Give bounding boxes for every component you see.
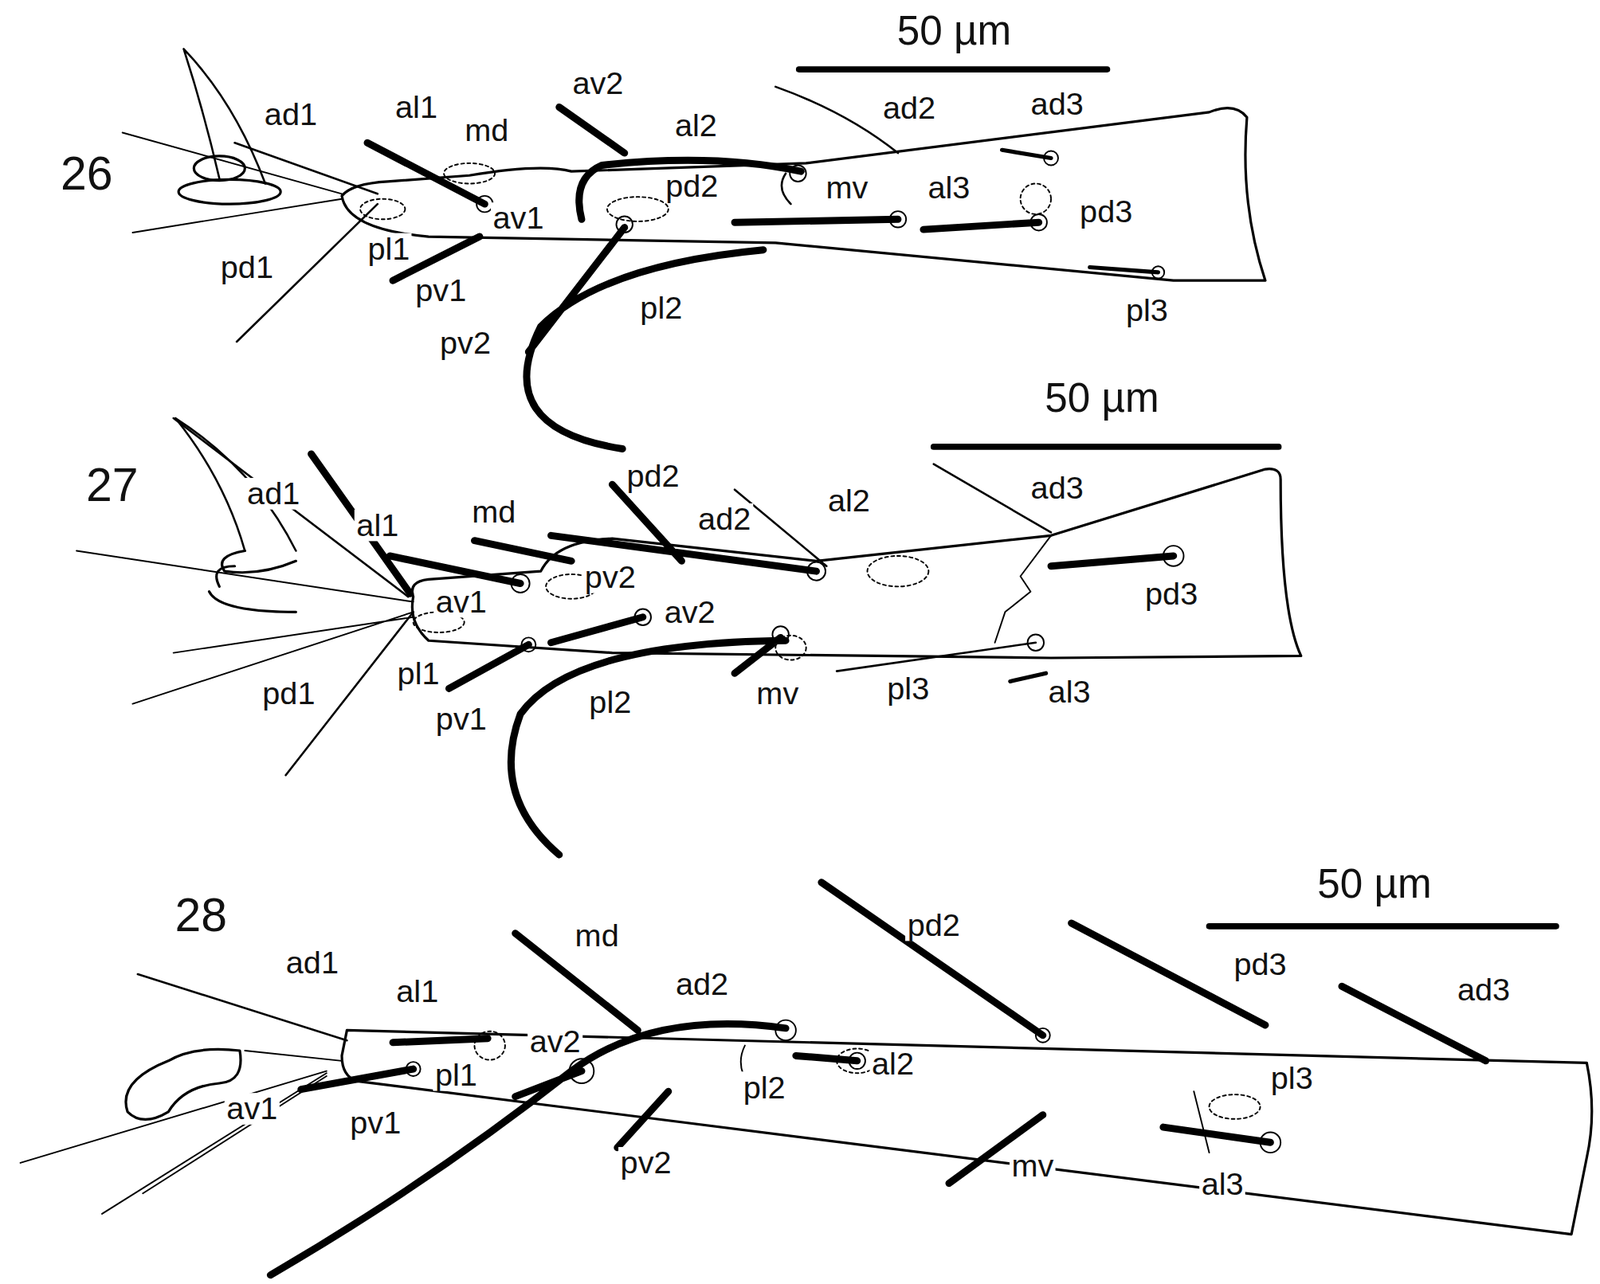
seta-label: ad1 [283,947,341,980]
seta-label: al1 [354,509,401,542]
figure-number: 26 [58,149,116,197]
seta-label: pd2 [663,169,721,202]
seta-label: ad2 [673,968,730,1001]
seta-label: pl3 [1123,294,1170,326]
seta-label: pv1 [348,1107,404,1140]
seta-label: ad1 [245,478,302,510]
seta-label: al2 [672,109,719,142]
seta-label: md [462,114,511,147]
seta-label: pd1 [260,678,318,710]
seta-label: pd3 [1231,948,1289,981]
scale-label: 50 µm [894,10,1014,51]
seta-label: pl3 [885,673,932,706]
seta-label: pd1 [218,251,275,284]
seta-label: al1 [392,91,440,124]
seta-label: mv [754,678,801,710]
seta-label: pv2 [437,326,493,359]
seta-label: pl2 [587,686,634,718]
seta-label: pl2 [741,1071,788,1104]
seta-label: al3 [1199,1168,1246,1201]
tarsus-26 [122,48,1266,449]
seta-label: pd3 [1142,577,1200,610]
seta-label: av1 [490,202,546,235]
tarsus-27 [76,418,1302,855]
seta-label: pv1 [433,703,489,736]
seta-label: pd2 [624,460,682,493]
scale-bar [799,69,1557,927]
seta-label: pv2 [618,1147,674,1180]
seta-label: mv [823,172,871,204]
seta-label: ad3 [1028,471,1086,504]
figure-number: 28 [172,891,230,939]
seta-label: al2 [869,1048,916,1081]
seta-label: md [572,919,621,952]
seta-label: md [470,496,518,529]
seta-label: pl3 [1268,1062,1315,1095]
seta-label: ad3 [1454,973,1512,1006]
seta-label: av2 [570,67,626,100]
scale-label: 50 µm [1315,862,1435,904]
seta-label: av1 [224,1093,280,1126]
seta-label: av1 [433,586,489,619]
seta-label: pd3 [1077,195,1134,228]
seta-label: pv1 [413,274,469,307]
seta-label: ad2 [696,503,753,536]
seta-label: pl1 [365,233,412,266]
seta-label: al2 [825,485,872,518]
seta-label: av2 [527,1026,583,1059]
seta-label: al3 [925,172,973,204]
seta-label: ad2 [880,92,938,125]
seta-label: av2 [662,596,718,629]
seta-label: pl1 [395,657,442,690]
seta-label: pv2 [582,561,638,594]
seta-label: pd2 [905,909,962,942]
seta-label: mv [1009,1150,1056,1183]
seta-label: pl2 [638,292,685,325]
seta-label: al1 [394,976,441,1008]
figure-number: 27 [84,461,142,509]
seta-label: al3 [1046,675,1093,708]
tarsus-28 [20,882,1593,1276]
seta-label: ad3 [1028,88,1086,121]
seta-label: ad1 [262,98,319,131]
seta-label: pl1 [432,1059,479,1092]
scale-label: 50 µm [1043,377,1162,419]
